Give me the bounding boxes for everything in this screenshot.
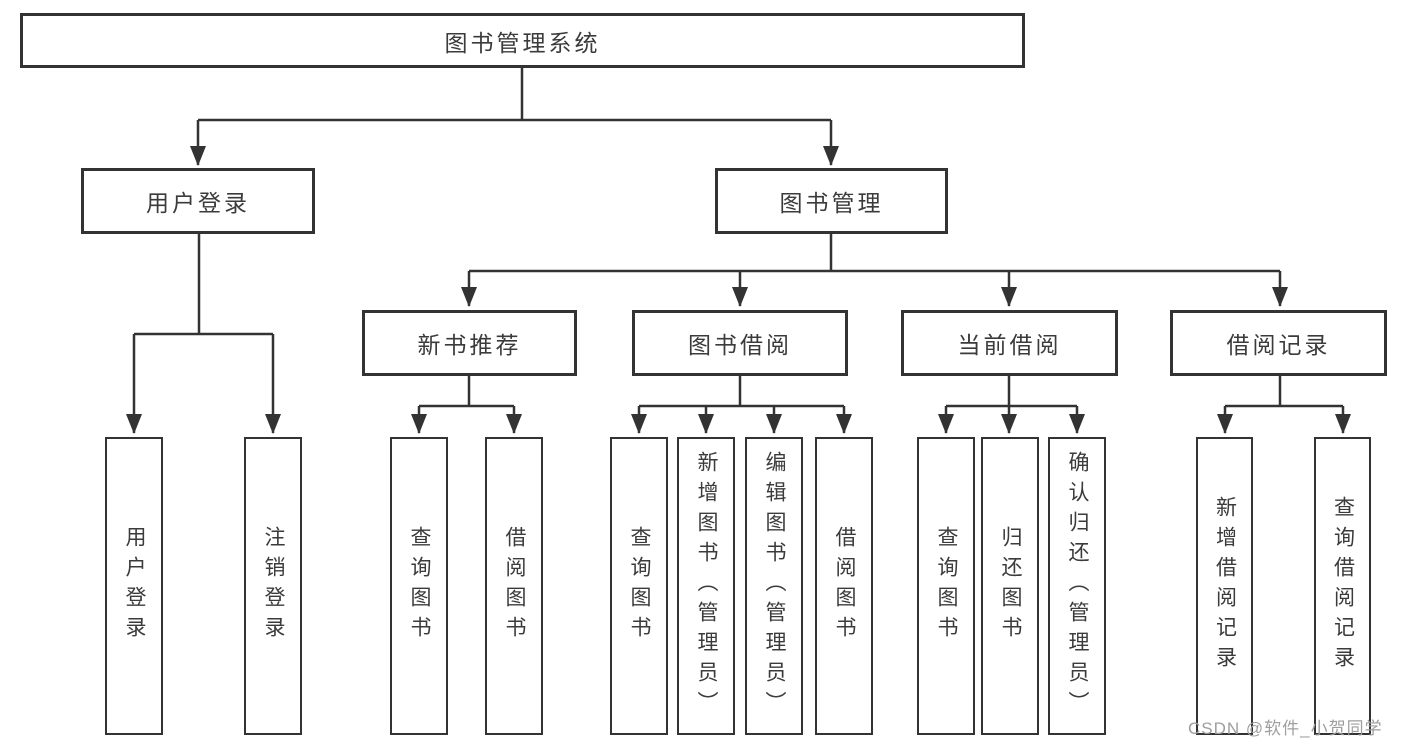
leaf-current-query-books: 查询图书: [917, 437, 975, 735]
node-new-book-recommend: 新书推荐: [362, 310, 577, 376]
leaf-current-return-books-label: 归还图书: [999, 526, 1022, 646]
leaf-borrowing-borrow-books: 借阅图书: [815, 437, 873, 735]
leaf-borrowing-borrow-books-label: 借阅图书: [833, 526, 856, 646]
leaf-borrowing-add-books-admin: 新增图书（管理员）: [677, 437, 735, 735]
leaf-borrowing-query-books-label: 查询图书: [628, 526, 651, 646]
leaf-logout-login-label: 注销登录: [262, 526, 285, 646]
leaf-newbook-query-books-label: 查询图书: [408, 526, 431, 646]
leaf-records-add-borrow-record-label: 新增借阅记录: [1213, 496, 1237, 676]
leaf-user-login-label: 用户登录: [123, 526, 146, 646]
connector-borrowing-records-to-leaves: [1217, 376, 1351, 434]
node-book-management-label: 图书管理: [779, 190, 884, 216]
node-user-login: 用户登录: [81, 168, 315, 234]
leaf-borrowing-edit-books-admin-label: 编辑图书（管理员）: [763, 451, 786, 721]
node-new-book-recommend-label: 新书推荐: [417, 332, 522, 358]
node-book-borrowing: 图书借阅: [632, 310, 848, 376]
node-book-management: 图书管理: [715, 168, 948, 234]
leaf-newbook-borrow-books: 借阅图书: [485, 437, 543, 735]
leaf-records-query-borrow-record-label: 查询借阅记录: [1331, 496, 1355, 676]
leaf-logout-login: 注销登录: [244, 437, 302, 735]
connector-book-borrowing-to-leaves: [631, 376, 852, 434]
connector-current-borrowing-to-leaves: [938, 376, 1085, 434]
leaf-current-query-books-label: 查询图书: [935, 526, 958, 646]
csdn-watermark: CSDN @软件_小贺同学: [1188, 719, 1383, 738]
node-borrowing-records-label: 借阅记录: [1226, 332, 1331, 358]
leaf-borrowing-edit-books-admin: 编辑图书（管理员）: [745, 437, 803, 735]
leaf-newbook-borrow-books-label: 借阅图书: [503, 526, 526, 646]
node-book-borrowing-label: 图书借阅: [688, 332, 792, 358]
leaf-current-confirm-return-admin-label: 确认归还（管理员）: [1066, 451, 1089, 721]
node-borrowing-records: 借阅记录: [1170, 310, 1387, 376]
node-current-borrowing-label: 当前借阅: [957, 332, 1062, 358]
leaf-current-return-books: 归还图书: [981, 437, 1039, 735]
node-root-label: 图书管理系统: [444, 29, 601, 56]
leaf-newbook-query-books: 查询图书: [390, 437, 448, 735]
connector-user-login-to-leaves: [126, 234, 281, 434]
connector-new-book-to-leaves: [411, 376, 522, 434]
connector-book-management-to-level3: [461, 234, 1288, 307]
leaf-records-query-borrow-record: 查询借阅记录: [1314, 437, 1371, 735]
leaf-borrowing-query-books: 查询图书: [610, 437, 668, 735]
leaf-user-login: 用户登录: [105, 437, 163, 735]
node-root-library-system: 图书管理系统: [20, 13, 1025, 68]
connector-root-to-level2: [190, 68, 839, 166]
leaf-records-add-borrow-record: 新增借阅记录: [1196, 437, 1253, 735]
node-current-borrowing: 当前借阅: [901, 310, 1118, 376]
node-user-login-label: 用户登录: [146, 190, 250, 216]
leaf-current-confirm-return-admin: 确认归还（管理员）: [1048, 437, 1106, 735]
leaf-borrowing-add-books-admin-label: 新增图书（管理员）: [695, 451, 718, 721]
